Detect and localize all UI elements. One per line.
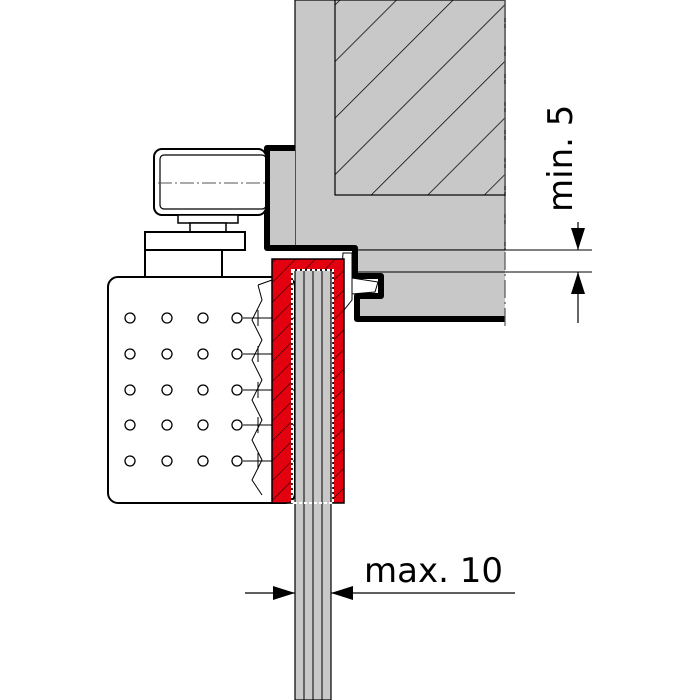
min-dimension-label: min. 5 (541, 105, 581, 212)
mounting-hole (231, 384, 243, 396)
arm-housing (153, 148, 267, 216)
dimension-min: min. 5 (355, 105, 592, 323)
mounting-hole (231, 455, 243, 467)
arrow-up-icon (571, 272, 585, 294)
frame-profile (267, 148, 505, 319)
dimension-max: max. 10 (245, 551, 515, 600)
mounting-hole (161, 384, 173, 396)
mounting-hole (124, 384, 136, 396)
hatching (335, 0, 505, 195)
wall-frame (264, 0, 506, 330)
mounting-hole (197, 384, 209, 396)
mounting-hole (161, 455, 173, 467)
glass-door (294, 269, 332, 700)
mounting-hole (124, 419, 136, 431)
arm-mount (144, 231, 246, 251)
mounting-hole (197, 455, 209, 467)
closer-arm (144, 148, 267, 278)
mounting-hole (124, 348, 136, 360)
mounting-hole (197, 419, 209, 431)
mounting-hole (197, 348, 209, 360)
mounting-hole (231, 419, 243, 431)
mounting-hole (124, 455, 136, 467)
arrow-right-icon (273, 586, 295, 600)
closer-body (107, 276, 300, 504)
mounting-hole (231, 348, 243, 360)
arrow-left-icon (331, 586, 353, 600)
mounting-hole (161, 419, 173, 431)
mounting-hole (197, 312, 209, 324)
max-dimension-label: max. 10 (364, 551, 503, 591)
mounting-hole (161, 348, 173, 360)
mounting-hole (124, 312, 136, 324)
arrow-down-icon (571, 228, 585, 250)
mounting-hole (231, 312, 243, 324)
mounting-hole (161, 312, 173, 324)
door-rail-profile (271, 258, 345, 504)
